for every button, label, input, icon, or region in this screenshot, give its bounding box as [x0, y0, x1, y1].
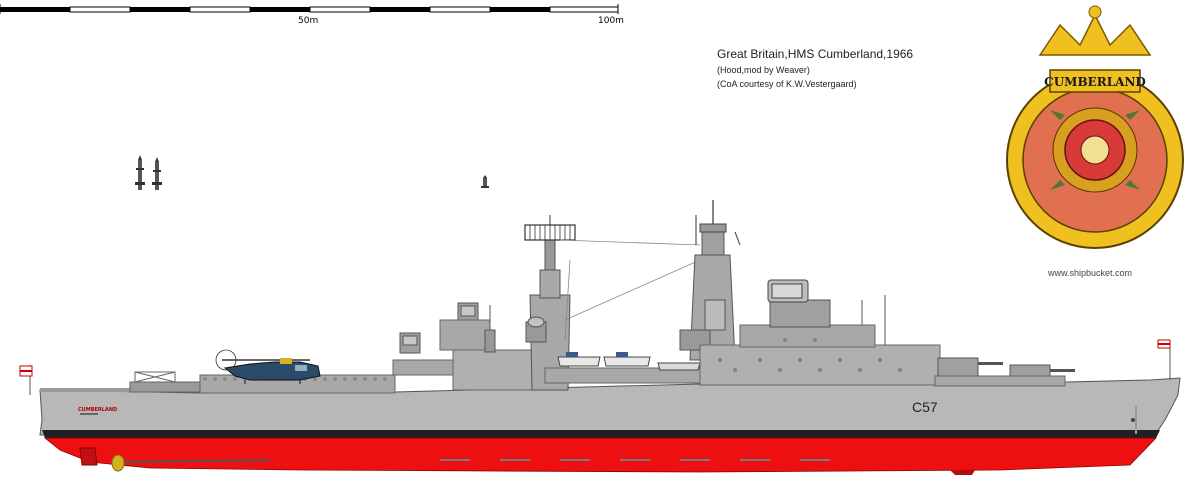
bow-jack [1157, 339, 1171, 380]
ship-crest: CUMBERLAND [1006, 5, 1184, 249]
hull-name-text: CUMBERLAND [78, 407, 117, 413]
scale-bar-graphic [0, 4, 619, 14]
crest-name-text: CUMBERLAND [1044, 75, 1146, 89]
helicopter [215, 349, 321, 384]
forward-guns [934, 357, 1075, 387]
caption-title: Great Britain,HMS Cumberland,1966 [717, 47, 914, 61]
pennant-number: C57 [912, 399, 938, 415]
rigging [559, 239, 701, 341]
site-watermark: www.shipbucket.com [1048, 268, 1133, 278]
scale-bar: 50m 100m [0, 0, 1200, 40]
scale-label-100m: 100m [598, 16, 624, 26]
caption-block: Great Britain,HMS Cumberland,1966 (Hood,… [717, 47, 913, 91]
hull [39, 377, 1181, 475]
bridge-superstructure [699, 279, 941, 386]
propeller-icon [111, 454, 125, 472]
superstructure-aft [392, 302, 544, 391]
naval-crown-icon [1038, 13, 1152, 56]
caption-credit: (Hood,mod by Weaver) [717, 65, 810, 75]
forward-mast [679, 200, 741, 361]
stern-area [19, 365, 150, 395]
scale-label-50m: 50m [298, 16, 319, 26]
tudor-rose-icon [1050, 107, 1140, 193]
missile-icons [135, 155, 489, 190]
caption-coa-credit: (CoA courtesy of K.W.Vestergaard) [717, 79, 857, 89]
boats [544, 352, 706, 384]
